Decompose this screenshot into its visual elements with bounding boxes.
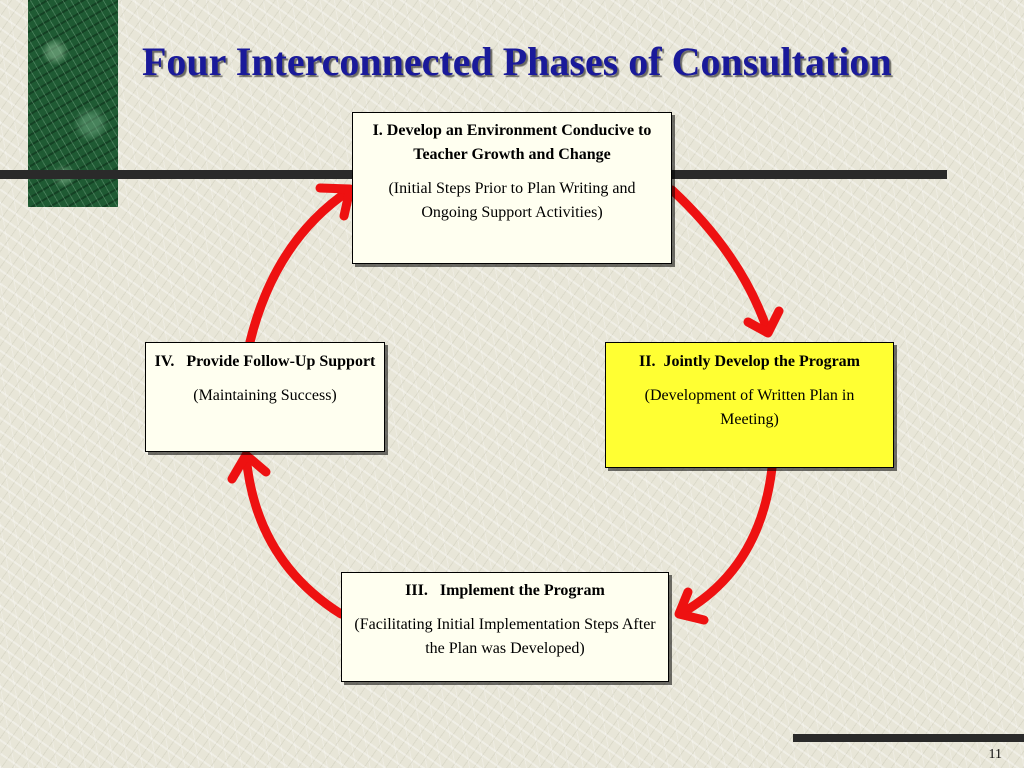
arrow-phase-4-to-1 <box>245 185 355 347</box>
arrowhead-phase-3-to-4 <box>227 450 271 484</box>
phase-1-title: I. Develop an Environment Conducive to T… <box>372 122 656 163</box>
phase-2-box: II. Jointly Develop the Program (Develop… <box>605 342 894 468</box>
phase-4-subtitle: (Maintaining Success) <box>193 387 337 404</box>
phase-2-subtitle: (Development of Written Plan in Meeting) <box>644 387 855 428</box>
slide-title: Four Interconnected Phases of Consultati… <box>142 39 892 84</box>
phase-1-subtitle: (Initial Steps Prior to Plan Writing and… <box>388 180 636 221</box>
arrow-phase-1-to-2 <box>667 185 773 337</box>
arrow-phase-2-to-3 <box>675 463 777 619</box>
arrowhead-phase-1-to-2 <box>743 306 784 338</box>
phase-2-title: II. Jointly Develop the Program <box>638 353 860 370</box>
phase-4-title: IV. Provide Follow-Up Support <box>154 353 376 370</box>
phase-4-box: IV. Provide Follow-Up Support (Maintaini… <box>145 342 385 452</box>
arrowhead-phase-2-to-3 <box>674 587 709 625</box>
arrow-phase-3-to-4 <box>241 450 346 619</box>
arrowhead-phase-4-to-1 <box>315 183 355 221</box>
page-number: 11 <box>988 747 1002 762</box>
phase-1-box: I. Develop an Environment Conducive to T… <box>352 112 672 264</box>
bottom-divider-bar <box>793 734 1024 742</box>
phase-3-title: III. Implement the Program <box>405 582 605 599</box>
phase-3-subtitle: (Facilitating Initial Implementation Ste… <box>354 616 656 657</box>
phase-3-box: III. Implement the Program (Facilitating… <box>341 572 669 682</box>
